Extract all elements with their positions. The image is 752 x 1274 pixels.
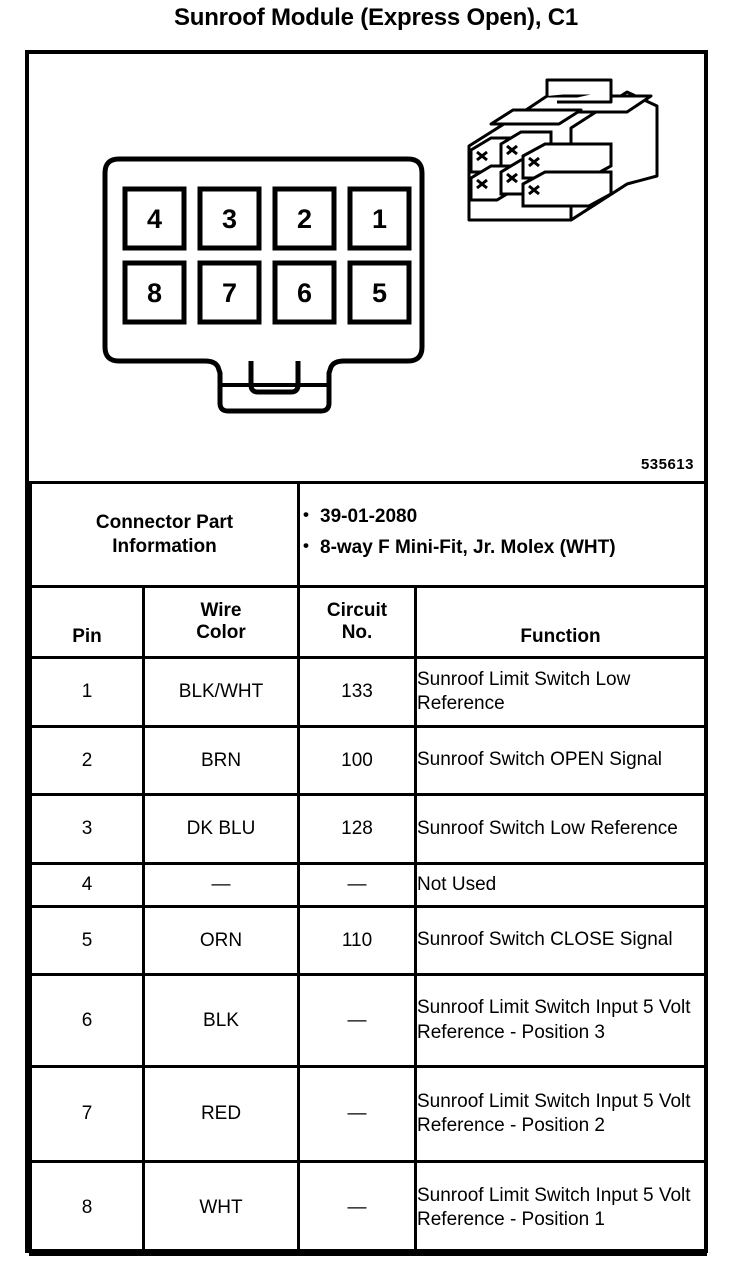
cell-circuit-no: — <box>297 973 417 1068</box>
table-header-row: Pin Wire Color Circuit No. Function <box>29 585 708 659</box>
table-row: 2 BRN 100 Sunroof Switch OPEN Signal <box>29 725 708 796</box>
part-description: 8-way F Mini-Fit, Jr. Molex (WHT) <box>303 535 704 561</box>
cell-circuit-no: 133 <box>297 656 417 728</box>
cell-function: Sunroof Switch CLOSE Signal <box>413 905 708 976</box>
cell-circuit-no: 100 <box>297 725 417 796</box>
cell-pin: 4 <box>29 862 145 908</box>
wire-color-header-line1: Wire <box>200 600 242 622</box>
cell-pin: 7 <box>29 1065 145 1163</box>
circuit-header-line1: Circuit <box>326 600 388 622</box>
cell-function: Sunroof Switch OPEN Signal <box>413 725 708 796</box>
cell-function: Sunroof Switch Low Reference <box>413 793 708 865</box>
cavity-label-7: 7 <box>222 278 237 308</box>
cavity-label-1: 1 <box>372 204 387 234</box>
connector-isometric-illustration <box>461 72 676 237</box>
connector-part-information-row: Connector Part Information 39-01-2080 8-… <box>29 481 708 588</box>
cell-function: Sunroof Limit Switch Input 5 Volt Refere… <box>413 1065 708 1163</box>
cell-circuit-no: 128 <box>297 793 417 865</box>
cell-wire-color: BLK <box>142 973 300 1068</box>
column-header-function: Function <box>413 585 708 659</box>
cell-pin: 6 <box>29 973 145 1068</box>
cell-function: Sunroof Limit Switch Low Reference <box>413 656 708 728</box>
cpi-label-line2: Information <box>112 535 217 557</box>
table-row: 7 RED — Sunroof Limit Switch Input 5 Vol… <box>29 1065 708 1163</box>
connector-part-information-label: Connector Part Information <box>29 481 300 588</box>
cell-circuit-no: — <box>297 1160 417 1256</box>
figure-number: 535613 <box>640 456 694 473</box>
table-row: 1 BLK/WHT 133 Sunroof Limit Switch Low R… <box>29 656 708 728</box>
cell-function: Sunroof Limit Switch Input 5 Volt Refere… <box>413 973 708 1068</box>
cell-wire-color: BRN <box>142 725 300 796</box>
cell-wire-color: BLK/WHT <box>142 656 300 728</box>
cell-wire-color: — <box>142 862 300 908</box>
connector-face-view-diagram: 4 3 2 1 8 7 6 5 <box>91 149 436 419</box>
cavity-label-5: 5 <box>372 278 387 308</box>
column-header-pin: Pin <box>29 585 145 659</box>
cell-pin: 3 <box>29 793 145 865</box>
cell-pin: 8 <box>29 1160 145 1256</box>
cavity-label-6: 6 <box>297 278 312 308</box>
connector-diagram-region: 4 3 2 1 8 7 6 5 <box>29 54 704 481</box>
circuit-header-line2: No. <box>341 622 373 643</box>
table-row: 3 DK BLU 128 Sunroof Switch Low Referenc… <box>29 793 708 865</box>
wire-color-header-line2: Color <box>196 622 246 643</box>
cell-function: Not Used <box>413 862 708 908</box>
cell-circuit-no: — <box>297 862 417 908</box>
connector-part-information-values: 39-01-2080 8-way F Mini-Fit, Jr. Molex (… <box>296 481 708 588</box>
connector-info-sheet: 4 3 2 1 8 7 6 5 <box>25 50 708 1256</box>
cavity-label-3: 3 <box>222 204 237 234</box>
cell-wire-color: ORN <box>142 905 300 976</box>
column-header-wire-color: Wire Color <box>142 585 300 659</box>
cpi-label-line1: Connector Part <box>95 511 234 533</box>
cell-wire-color: DK BLU <box>142 793 300 865</box>
cavity-label-8: 8 <box>147 278 162 308</box>
page-title: Sunroof Module (Express Open), C1 <box>173 4 579 31</box>
cell-pin: 5 <box>29 905 145 976</box>
cell-pin: 2 <box>29 725 145 796</box>
column-header-circuit-no: Circuit No. <box>297 585 417 659</box>
table-row: 6 BLK — Sunroof Limit Switch Input 5 Vol… <box>29 973 708 1068</box>
part-number: 39-01-2080 <box>303 504 704 530</box>
cell-function: Sunroof Limit Switch Input 5 Volt Refere… <box>413 1160 708 1256</box>
cell-pin: 1 <box>29 656 145 728</box>
table-row: 4 — — Not Used <box>29 862 708 908</box>
table-row: 5 ORN 110 Sunroof Switch CLOSE Signal <box>29 905 708 976</box>
cavity-label-4: 4 <box>147 204 162 234</box>
cavity-label-2: 2 <box>297 204 312 234</box>
connector-pinout-table: Connector Part Information 39-01-2080 8-… <box>29 481 708 1256</box>
table-row: 8 WHT — Sunroof Limit Switch Input 5 Vol… <box>29 1160 708 1256</box>
cell-circuit-no: 110 <box>297 905 417 976</box>
cell-wire-color: RED <box>142 1065 300 1163</box>
cell-wire-color: WHT <box>142 1160 300 1256</box>
cell-circuit-no: — <box>297 1065 417 1163</box>
